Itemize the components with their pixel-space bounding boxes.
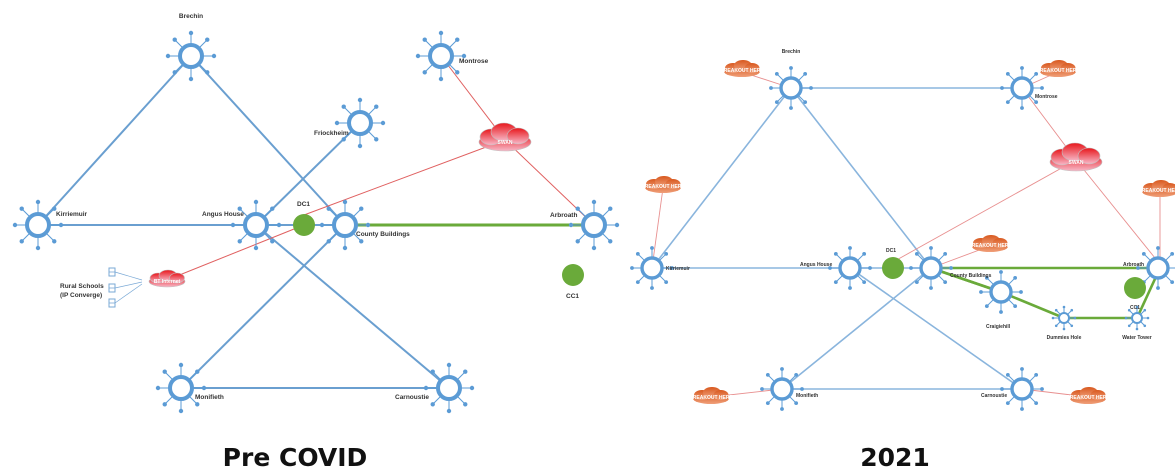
breakout-cloud[interactable]: BREAKOUT HERE: [720, 60, 764, 77]
brechin-label: Brechin: [179, 13, 203, 20]
county-buildings-label: County Buildings: [950, 273, 992, 279]
pre-nodes: [12, 30, 620, 414]
rural-schools-label: Rural Schools: [60, 283, 104, 290]
arbroath-label: Arbroath: [1123, 262, 1144, 268]
school-building-icon: [108, 298, 116, 308]
pre-covid-panel: SWAN BT Internet Brechin Montrose Friock…: [12, 13, 620, 472]
breakout-label: BREAKOUT HERE: [1036, 68, 1080, 74]
breakout-label: BREAKOUT HERE: [1066, 395, 1110, 401]
kirriemuir-node[interactable]: [12, 199, 64, 251]
links-2021: [651, 87, 1023, 390]
pre-red-links: [166, 55, 595, 281]
school-building-icon: [108, 267, 116, 277]
breakout-clouds: BREAKOUT HERE BREAKOUT HERE BREAKOUT HER…: [641, 60, 1175, 404]
link-swan-arbroath: [1075, 159, 1156, 259]
swan-label: SWAN: [1069, 160, 1084, 166]
craigiehill-node[interactable]: [979, 270, 1023, 314]
county-buildings-label: County Buildings: [356, 231, 410, 238]
dc1-node[interactable]: [882, 257, 904, 279]
cc1-label: CC1: [1130, 305, 1140, 311]
angus-house-node[interactable]: [230, 199, 282, 251]
link-angus-carnoustie: [849, 267, 1023, 390]
county-buildings-node[interactable]: [909, 246, 953, 290]
monifieth-label: Monifieth: [796, 393, 818, 399]
breakout-cloud[interactable]: BREAKOUT HERE: [1066, 387, 1110, 404]
breakout-cloud[interactable]: BREAKOUT HERE: [1138, 180, 1175, 197]
link-brechin-kirriemuir: [651, 87, 792, 269]
breakout-label: BREAKOUT HERE: [689, 395, 733, 401]
montrose-label: Montrose: [459, 58, 489, 65]
monifieth-node[interactable]: [760, 367, 804, 411]
angus-house-label: Angus House: [202, 211, 244, 218]
arbroath-node[interactable]: [568, 199, 620, 251]
link-angus-carnoustie: [255, 224, 450, 389]
dc1-label: DC1: [886, 248, 896, 254]
cc1-node[interactable]: [1124, 277, 1146, 299]
caption-2021: 2021: [860, 443, 930, 472]
friockheim-label: Friockheim: [314, 130, 349, 137]
link-swan-dc1: [892, 159, 1077, 263]
school-building-icon: [108, 283, 116, 293]
water-tower-label: Water Tower: [1122, 335, 1152, 341]
montrose-node[interactable]: [1000, 66, 1044, 110]
water-tower-node[interactable]: [1124, 305, 1150, 331]
montrose-label: Montrose: [1035, 94, 1058, 100]
swan-cloud[interactable]: SWAN: [478, 122, 532, 152]
monifieth-label: Monifieth: [195, 394, 224, 401]
cc1-label: CC1: [566, 293, 579, 300]
rural-schools-sub-label: (IP Converge): [60, 292, 102, 299]
link-dc1-bt: [166, 224, 305, 281]
pre-school-links: [114, 271, 143, 304]
panel-2021: SWAN BREAKOUT HERE BREAKOUT HERE BREAKOU…: [630, 49, 1175, 472]
link-county-monifieth: [781, 267, 932, 390]
breakout-label: BREAKOUT HERE: [641, 184, 685, 190]
red-links-2021: [651, 71, 1161, 398]
link-county-monifieth: [180, 224, 346, 389]
arbroath-label: Arbroath: [550, 212, 577, 219]
caption-pre-covid: Pre COVID: [223, 443, 368, 472]
carnoustie-node[interactable]: [1000, 367, 1044, 411]
dummies-hole-label: Dummies Hole: [1047, 335, 1082, 341]
arbroath-node[interactable]: [1136, 246, 1175, 290]
carnoustie-label: Carnoustie: [981, 393, 1007, 399]
breakout-label: BREAKOUT HERE: [1138, 188, 1175, 194]
link-swan-dc1: [303, 139, 506, 216]
monifieth-node[interactable]: [155, 362, 207, 414]
link-brechin-county: [790, 87, 932, 269]
brechin-node[interactable]: [165, 30, 217, 82]
dc1-label: DC1: [297, 201, 310, 208]
breakout-cloud[interactable]: BREAKOUT HERE: [968, 235, 1012, 252]
kirriemuir-label: Kirriemuir: [56, 211, 88, 218]
brechin-node[interactable]: [769, 66, 813, 110]
angus-house-node[interactable]: [828, 246, 872, 290]
montrose-node[interactable]: [415, 30, 467, 82]
carnoustie-node[interactable]: [423, 362, 475, 414]
swan-label: SWAN: [498, 140, 513, 146]
dummies-hole-node[interactable]: [1051, 305, 1077, 331]
friockheim-node[interactable]: [334, 97, 386, 149]
swan-cloud[interactable]: SWAN: [1049, 142, 1103, 172]
breakout-cloud[interactable]: BREAKOUT HERE: [1036, 60, 1080, 77]
breakout-label: BREAKOUT HERE: [720, 68, 764, 74]
nodes-2021: [630, 66, 1175, 411]
county-buildings-node[interactable]: [319, 199, 371, 251]
kirriemuir-label: Kirriemuir: [666, 266, 690, 272]
bt-internet-cloud[interactable]: BT Internet: [148, 269, 186, 288]
link-brechin-kirriemuir: [37, 55, 192, 226]
carnoustie-label: Carnoustie: [395, 394, 429, 401]
angus-house-label: Angus House: [800, 262, 832, 268]
link-brechin-county: [190, 55, 346, 226]
breakout-cloud[interactable]: BREAKOUT HERE: [641, 176, 685, 193]
kirriemuir-node[interactable]: [630, 246, 674, 290]
cc1-node[interactable]: [562, 264, 584, 286]
craigiehill-label: Craigiehill: [986, 324, 1011, 330]
bt-internet-label: BT Internet: [154, 279, 181, 285]
breakout-label: BREAKOUT HERE: [968, 243, 1012, 249]
breakout-cloud[interactable]: BREAKOUT HERE: [689, 387, 733, 404]
brechin-label: Brechin: [782, 49, 801, 55]
dc1-node[interactable]: [293, 214, 315, 236]
